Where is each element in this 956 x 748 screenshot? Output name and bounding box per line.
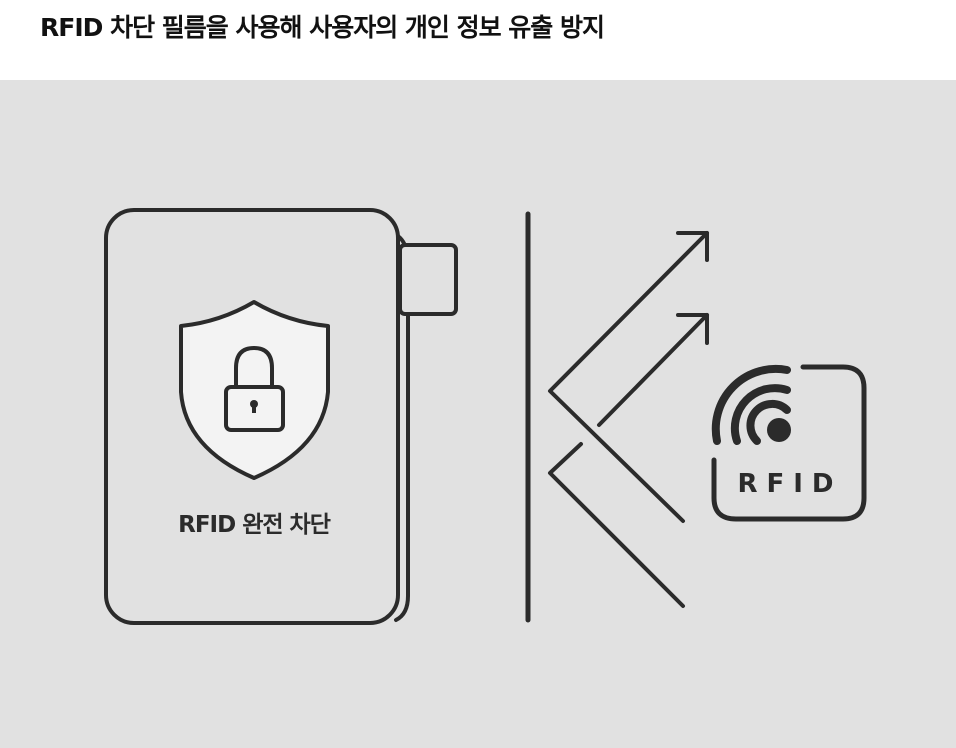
wallet-tab bbox=[398, 243, 458, 316]
rfid-badge-label: RFID bbox=[737, 469, 842, 499]
wallet-label: RFID 완전 차단 bbox=[178, 512, 331, 538]
page-title: RFID 차단 필름을 사용해 사용자의 개인 정보 유출 방지 bbox=[40, 13, 605, 42]
rfid-badge-icon bbox=[711, 364, 867, 522]
rfid-signal-dot bbox=[767, 418, 791, 442]
reflected-signal-arrows bbox=[548, 231, 709, 608]
